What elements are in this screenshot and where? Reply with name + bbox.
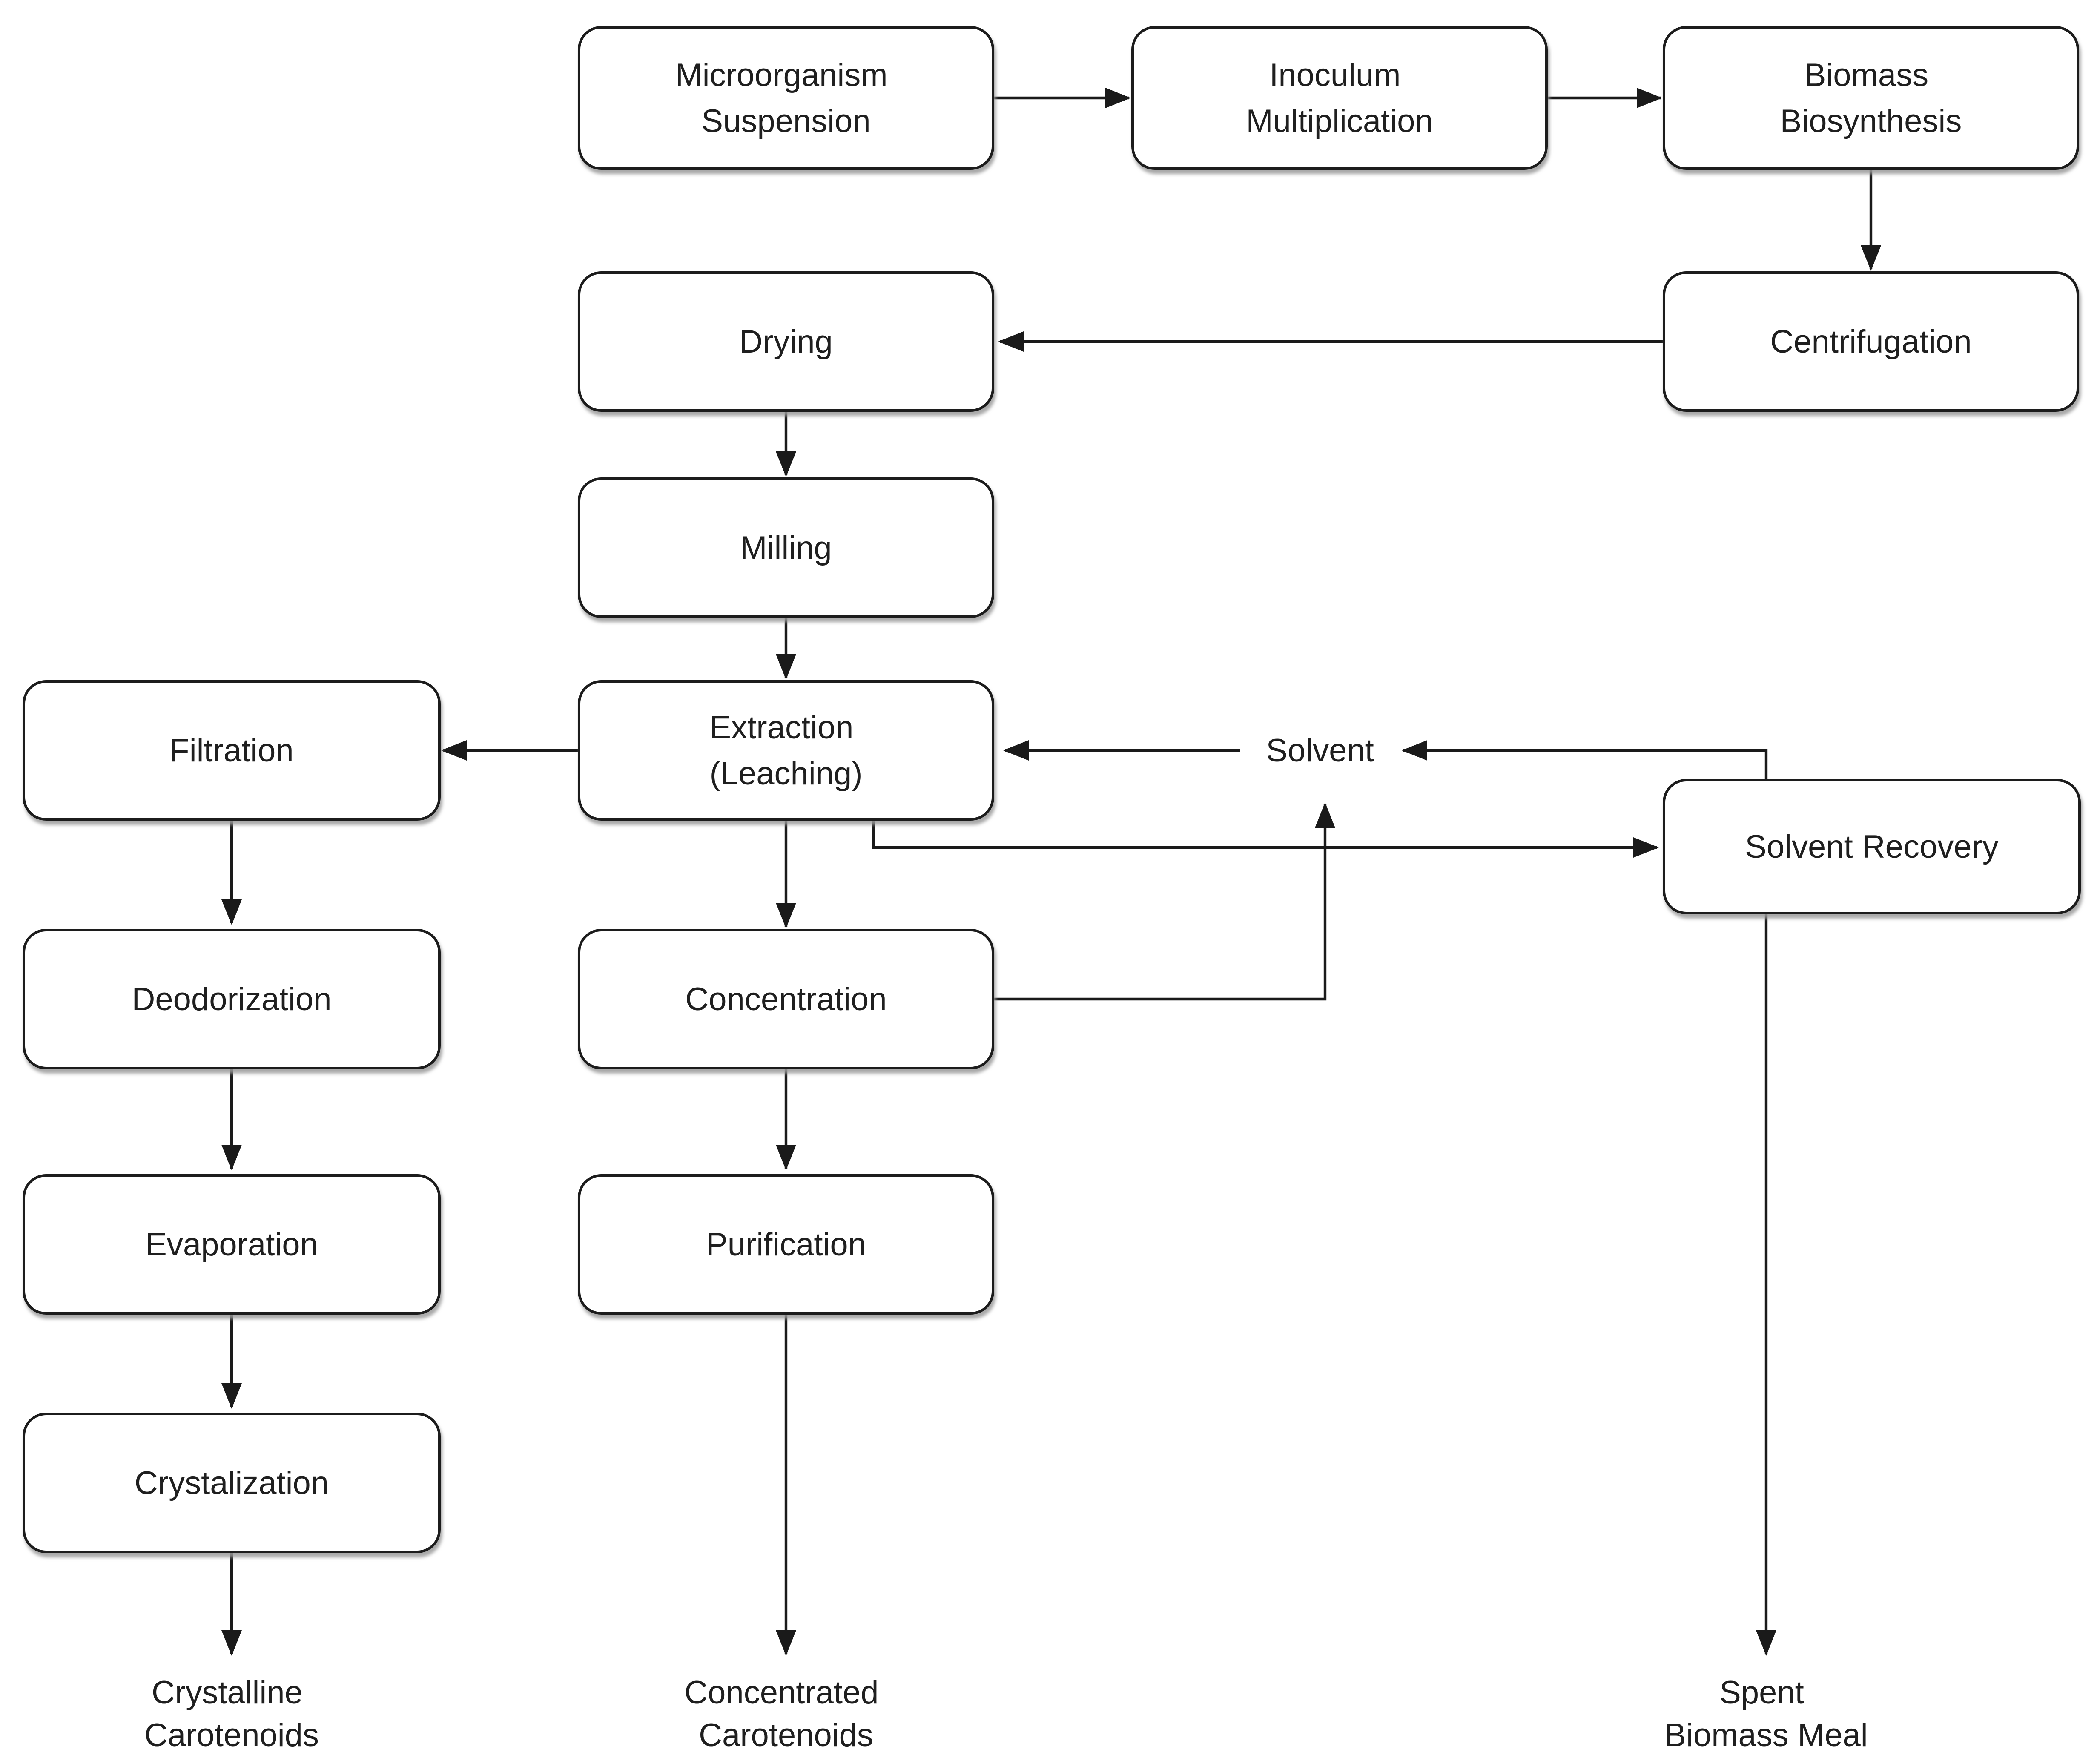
node-solvent-recovery-label: Solvent Recovery xyxy=(1745,829,1999,865)
node-drying-label: Drying xyxy=(739,324,833,360)
node-milling-label: Milling xyxy=(740,530,832,566)
node-crystalization: Crystalization xyxy=(23,1413,441,1553)
node-inoculum-multiplication-label: Inoculum Multiplication xyxy=(1246,57,1433,139)
node-microorganism-suspension: Microorganism Suspension xyxy=(578,26,994,170)
node-concentration-label: Concentration xyxy=(685,981,886,1017)
node-biomass-biosynthesis: Biomass Biosynthesis xyxy=(1663,26,2079,170)
node-filtration: Filtration xyxy=(23,680,441,821)
node-microorganism-suspension-label: Microorganism Suspension xyxy=(675,57,896,139)
output-spent-biomass-meal-label: Spent Biomass Meal xyxy=(1664,1675,1868,1753)
node-filtration-label: Filtration xyxy=(169,732,293,769)
node-crystalization-label: Crystalization xyxy=(135,1465,329,1501)
node-crystalization-box xyxy=(23,1413,441,1553)
node-solvent-recovery-box xyxy=(1663,779,2081,914)
node-centrifugation-box xyxy=(1663,271,2079,412)
node-biomass-biosynthesis-box xyxy=(1663,26,2079,170)
output-concentrated-carotenoids-label: Concentrated Carotenoids xyxy=(684,1675,887,1753)
output-crystalline-carotenoids-label: Crystalline Carotenoids xyxy=(144,1675,319,1753)
node-concentration-box xyxy=(578,929,994,1069)
node-extraction-leaching-box xyxy=(578,680,994,821)
node-deodorization-box xyxy=(23,929,441,1069)
solvent-label: Solvent xyxy=(1266,732,1374,769)
node-deodorization-label: Deodorization xyxy=(132,981,332,1017)
node-extraction-leaching-label: Extraction (Leaching) xyxy=(709,710,862,792)
node-centrifugation: Centrifugation xyxy=(1663,271,2079,412)
node-concentration: Concentration xyxy=(578,929,994,1069)
node-solvent-recovery: Solvent Recovery xyxy=(1663,779,2081,914)
node-evaporation: Evaporation xyxy=(23,1174,441,1315)
node-milling-box xyxy=(578,477,994,618)
node-evaporation-label: Evaporation xyxy=(145,1227,318,1263)
node-inoculum-multiplication-box xyxy=(1131,26,1548,170)
node-evaporation-box xyxy=(23,1174,441,1315)
node-deodorization: Deodorization xyxy=(23,929,441,1069)
edge-solvent-recovery-to-solvent xyxy=(1402,740,1768,780)
node-purification: Purification xyxy=(578,1174,994,1315)
node-purification-label: Purification xyxy=(706,1227,866,1263)
node-filtration-box xyxy=(23,680,441,821)
edge-concentration-to-solvent xyxy=(993,802,1335,1001)
edges-layer xyxy=(221,88,1881,1656)
node-centrifugation-label: Centrifugation xyxy=(1770,324,1971,360)
node-drying: Drying xyxy=(578,271,994,412)
node-purification-box xyxy=(578,1174,994,1315)
edge-extraction-to-solvent-recovery xyxy=(872,819,1659,858)
node-extraction-leaching: Extraction (Leaching) xyxy=(578,680,994,821)
node-drying-box xyxy=(578,271,994,412)
node-microorganism-suspension-box xyxy=(578,26,994,170)
node-inoculum-multiplication: Inoculum Multiplication xyxy=(1131,26,1548,170)
node-biomass-biosynthesis-label: Biomass Biosynthesis xyxy=(1780,57,1962,139)
node-milling: Milling xyxy=(578,477,994,618)
